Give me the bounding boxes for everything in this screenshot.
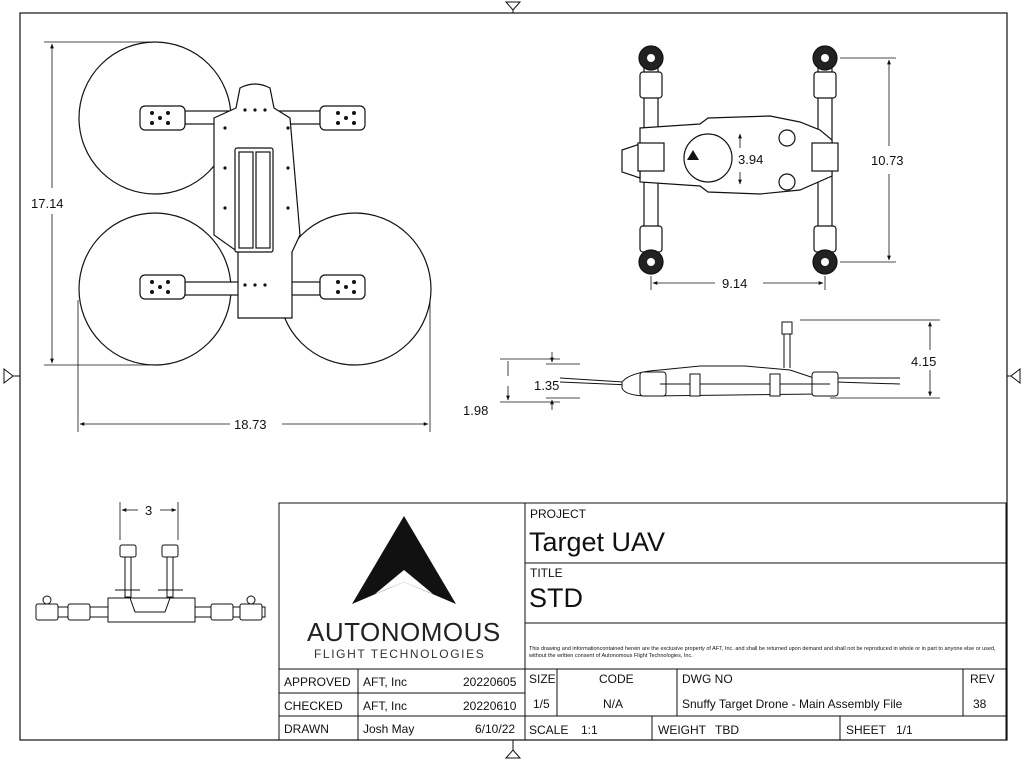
code-value: N/A (603, 697, 624, 711)
dwg-value: Snuffy Target Drone - Main Assembly File (682, 697, 903, 711)
company-logo-icon (352, 516, 456, 604)
dim-bottom-height: 10.73 (871, 153, 904, 168)
rev-value: 38 (973, 697, 987, 711)
dim-front-width: 3 (145, 503, 152, 518)
ownership-notice: This drawing and informationcontained he… (529, 646, 996, 659)
dwg-label: DWG NO (682, 672, 733, 686)
side-view (559, 321, 901, 397)
checked-label: CHECKED (284, 699, 343, 713)
dim-side-body: 1.35 (534, 378, 559, 393)
scale-value: 1:1 (581, 723, 598, 737)
front-view-dimensions (119, 502, 179, 540)
project-value: Target UAV (529, 527, 666, 557)
weight-value: TBD (715, 723, 739, 737)
rev-label: REV (970, 672, 995, 686)
dim-top-height: 17.14 (31, 196, 64, 211)
top-view (78, 41, 432, 366)
approved-date: 20220605 (463, 675, 517, 689)
scale-label: SCALE (529, 723, 569, 737)
checked-by: AFT, Inc (363, 699, 408, 713)
checked-date: 20220610 (463, 699, 517, 713)
title-block-grid (278, 502, 1007, 741)
sheet-label: SHEET (846, 723, 887, 737)
center-markers (3, 1, 1021, 759)
dim-top-width: 18.73 (234, 417, 267, 432)
bottom-view-dimensions (650, 57, 896, 290)
dim-side-total: 4.15 (911, 354, 936, 369)
code-label: CODE (599, 672, 634, 686)
drawn-by: Josh May (363, 722, 415, 736)
sheet-value: 1/1 (896, 723, 913, 737)
bottom-view (621, 45, 839, 275)
approved-label: APPROVED (284, 675, 351, 689)
dim-bottom-inner: 3.94 (738, 152, 763, 167)
dim-bottom-width: 9.14 (722, 276, 747, 291)
company-subtitle: FLIGHT TECHNOLOGIES (314, 647, 486, 661)
company-name: AUTONOMOUS (307, 617, 501, 647)
front-view (35, 544, 266, 623)
size-value: 1/5 (533, 697, 550, 711)
title-label: TITLE (530, 566, 563, 580)
top-view-dimensions (44, 41, 431, 432)
approved-by: AFT, Inc (363, 675, 408, 689)
size-label: SIZE (529, 672, 556, 686)
side-view-dimensions (500, 319, 940, 410)
weight-label: WEIGHT (658, 723, 706, 737)
title-block: AUTONOMOUS FLIGHT TECHNOLOGIES PROJECT T… (279, 503, 1006, 740)
drawn-date: 6/10/22 (475, 722, 516, 736)
project-label: PROJECT (530, 507, 587, 521)
drawn-label: DRAWN (284, 722, 329, 736)
title-value: STD (529, 583, 583, 613)
dim-side-base: 1.98 (463, 403, 488, 418)
